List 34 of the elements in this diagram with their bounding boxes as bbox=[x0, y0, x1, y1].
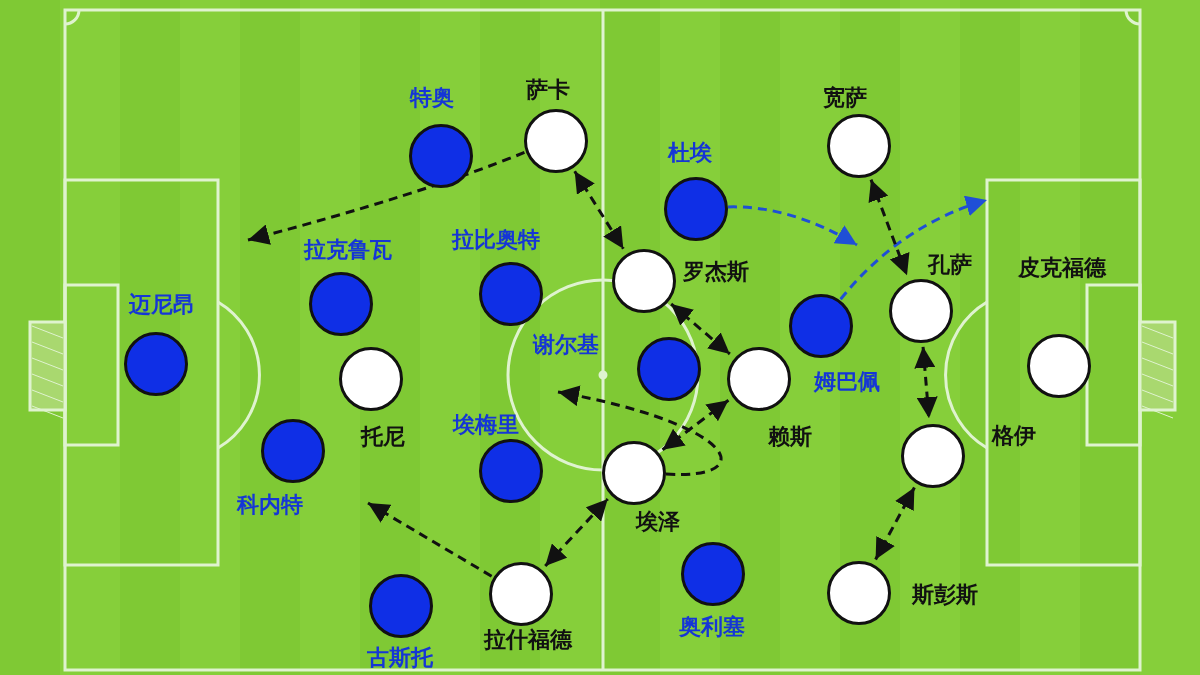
pass-arrow bbox=[573, 170, 625, 250]
player-name: 萨卡 bbox=[526, 77, 570, 103]
pass-arrow bbox=[661, 399, 730, 451]
pass-arrow bbox=[868, 179, 910, 276]
player-name: 孔萨 bbox=[928, 252, 972, 278]
player-name: 宽萨 bbox=[823, 85, 867, 111]
player-name: 拉什福德 bbox=[484, 627, 572, 653]
player-name: 拉比奥特 bbox=[452, 227, 540, 253]
player-name: 格伊 bbox=[992, 423, 1036, 449]
pass-arrow bbox=[874, 486, 916, 561]
pass-arrow bbox=[670, 302, 731, 356]
pass-arrow bbox=[839, 196, 988, 301]
player-name: 罗杰斯 bbox=[683, 259, 749, 285]
player-name: 拉克鲁瓦 bbox=[304, 237, 392, 263]
pass-arrow bbox=[557, 385, 723, 476]
player-name: 斯彭斯 bbox=[912, 582, 978, 608]
player-name: 谢尔基 bbox=[533, 332, 599, 358]
player-name: 皮克福德 bbox=[1018, 255, 1106, 281]
player-name: 古斯托 bbox=[367, 645, 433, 671]
player-name: 托尼 bbox=[361, 424, 405, 450]
pass-arrow bbox=[367, 501, 493, 578]
player-name: 埃梅里 bbox=[453, 412, 519, 438]
pass-arrow bbox=[544, 498, 609, 567]
pass-arrow bbox=[247, 151, 525, 245]
player-name: 杜埃 bbox=[668, 140, 712, 166]
player-name: 科内特 bbox=[237, 492, 303, 518]
pass-arrow bbox=[914, 346, 938, 419]
player-name: 特奥 bbox=[410, 85, 454, 111]
player-name: 埃泽 bbox=[636, 509, 680, 535]
player-name: 奥利塞 bbox=[679, 614, 745, 640]
player-name: 姆巴佩 bbox=[814, 369, 880, 395]
player-name: 迈尼昂 bbox=[129, 292, 195, 318]
player-name: 赖斯 bbox=[768, 424, 812, 450]
pass-arrow bbox=[727, 205, 858, 247]
